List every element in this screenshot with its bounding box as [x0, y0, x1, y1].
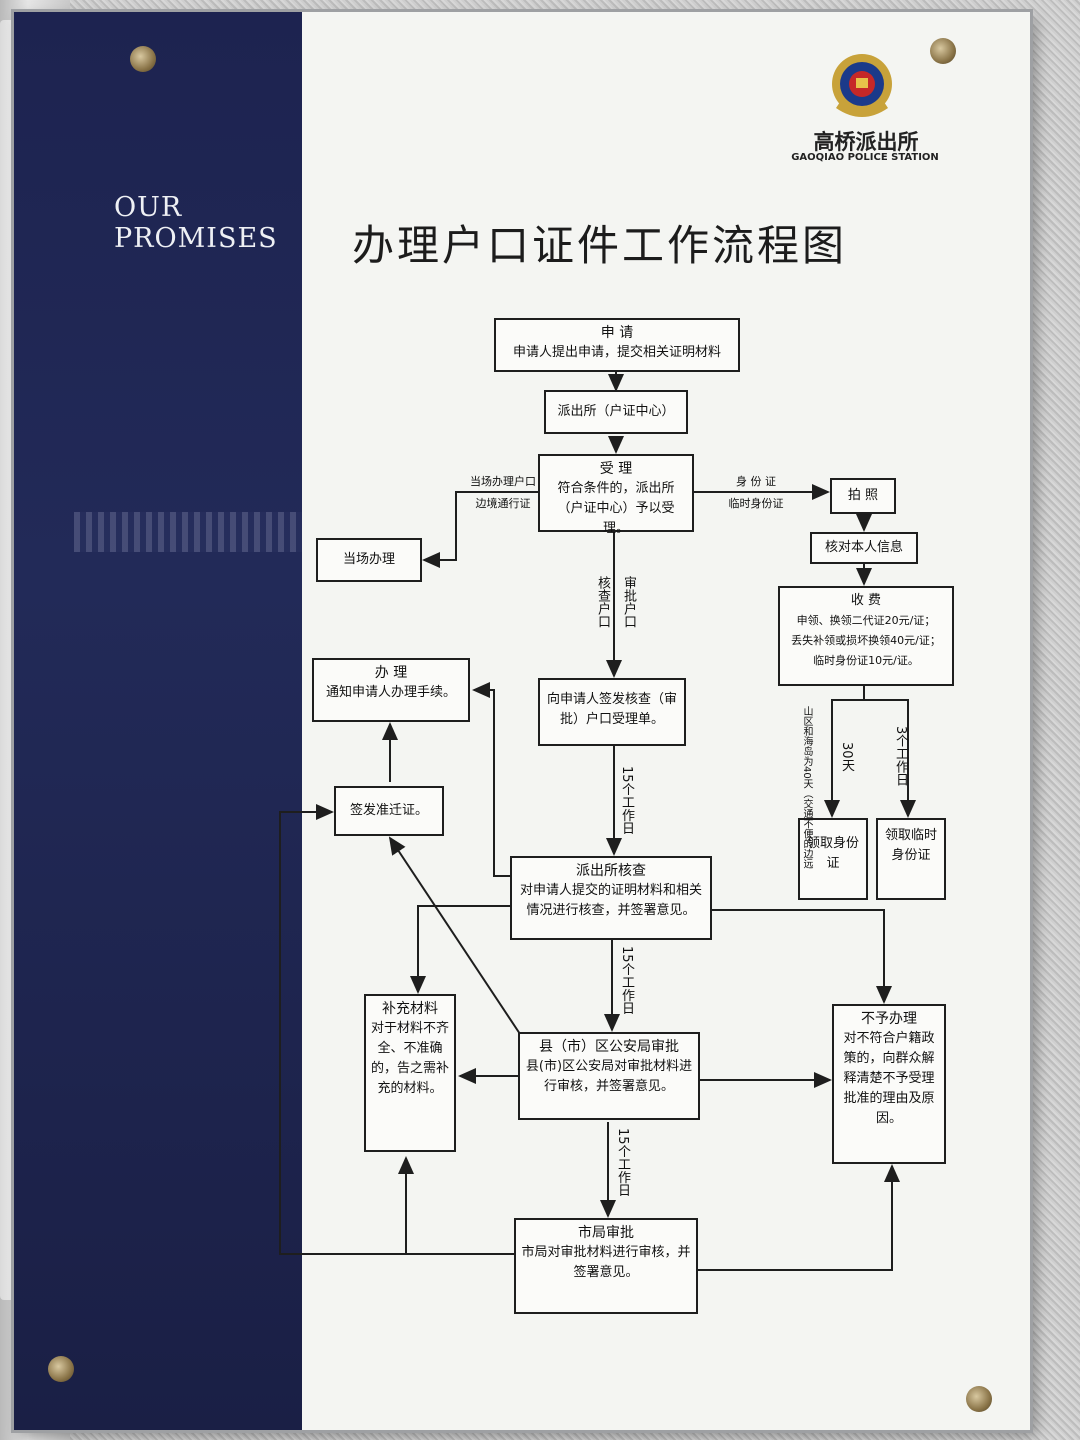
node-city-head: 市局审批: [578, 1225, 634, 1241]
promises-line1: OUR: [114, 192, 183, 223]
node-county-body: 县(市)区公安局对审批材料进行审核，并签署意见。: [525, 1059, 693, 1094]
promises-line2: PROMISES: [114, 223, 278, 254]
our-promises-text: OUR PROMISES: [114, 192, 278, 254]
node-apply: 申 请 申请人提出申请，提交相关证明材料: [494, 318, 740, 372]
node-get-temp-id-body: 领取临时身份证: [884, 828, 937, 863]
police-emblem-icon: [832, 54, 892, 117]
label-id-2: 临时身份证: [728, 497, 784, 510]
node-handle-body: 通知申请人办理手续。: [325, 685, 456, 700]
node-station: 派出所（户证中心）: [544, 390, 688, 434]
node-supplement-body: 对于材料不齐全、不准确的，告之需补充的材料。: [371, 1021, 450, 1096]
edge-fee-getid: [824, 686, 865, 818]
node-onsite-body: 当场办理: [342, 552, 395, 567]
screw-icon: [930, 38, 956, 64]
node-get-id-body: 领取身份证: [806, 836, 859, 871]
node-station-check-head: 派出所核查: [576, 863, 646, 879]
node-city-body: 市局对审批材料进行审核，并签署意见。: [521, 1245, 691, 1280]
label-15days-b: 15个工作日: [619, 946, 634, 1015]
node-get-temp-id: 领取临时身份证: [876, 818, 946, 900]
page-title: 办理户口证件工作流程图: [352, 221, 848, 270]
node-verify-info: 核对本人信息: [810, 532, 918, 564]
edge-check-reject: [712, 909, 892, 1004]
node-supplement-head: 补充材料: [382, 1001, 438, 1017]
label-3workdays: 3个工作日: [893, 726, 908, 787]
label-check-hukou: 核查户口: [595, 576, 610, 628]
label-onsite-2: 边境通行证: [475, 497, 531, 510]
edge-fee-gettemp: [864, 699, 916, 818]
node-county-head: 县（市）区公安局审批: [539, 1039, 679, 1055]
node-station-check-body: 对申请人提交的证明材料和相关情况进行核查，并签署意见。: [519, 883, 702, 918]
node-fee: 收 费 申领、换领二代证20元/证； 丢失补领或损坏换领40元/证； 临时身份证…: [778, 586, 954, 686]
node-fee-line3: 临时身份证10元/证。: [813, 654, 919, 667]
node-migration: 签发准迁证。: [334, 786, 444, 836]
navy-side-panel: [14, 12, 302, 1430]
notice-board: OUR PROMISES: [14, 12, 1030, 1430]
node-accept: 受 理 符合条件的，派出所（户证中心）予以受理。: [538, 454, 694, 536]
edge-city-reject: [698, 1164, 900, 1271]
label-id-1: 身 份 证: [736, 475, 776, 488]
screw-icon: [48, 1356, 74, 1382]
node-station-check: 派出所核查 对申请人提交的证明材料和相关情况进行核查，并签署意见。: [510, 856, 712, 940]
label-approve-hukou: 审批户口: [621, 576, 636, 628]
node-reject: 不予办理 对不符合户籍政策的，向群众解释清楚不予受理批准的理由及原因。: [832, 1004, 946, 1164]
label-15days-a: 15个工作日: [619, 766, 634, 835]
node-reject-body: 对不符合户籍政策的，向群众解释清楚不予受理批准的理由及原因。: [843, 1031, 935, 1126]
edge-check-handle: [472, 682, 510, 877]
node-accept-body: 符合条件的，派出所（户证中心）予以受理。: [557, 481, 675, 536]
station-name-cn: 高桥派出所: [813, 129, 919, 154]
node-fee-line1: 申领、换领二代证20元/证；: [796, 614, 936, 627]
node-fee-head: 收 费: [850, 593, 882, 608]
label-remote-areas: 山区和海岛为40天（交通不便的边远: [801, 706, 812, 869]
screw-icon: [966, 1386, 992, 1412]
node-get-id: 领取身份证: [798, 818, 868, 900]
edge-county-migration: [388, 836, 521, 1035]
node-city: 市局审批 市局对审批材料进行审核，并签署意见。: [514, 1218, 698, 1314]
node-station-body: 派出所（户证中心）: [557, 404, 675, 419]
node-verify-info-body: 核对本人信息: [824, 540, 903, 555]
node-apply-head: 申 请: [600, 325, 634, 341]
node-photo-body: 拍 照: [847, 488, 879, 503]
node-photo: 拍 照: [830, 478, 896, 514]
node-county: 县（市）区公安局审批 县(市)区公安局对审批材料进行审核，并签署意见。: [518, 1032, 700, 1120]
label-15days-c: 15个工作日: [615, 1128, 630, 1197]
node-handle: 办 理 通知申请人办理手续。: [312, 658, 470, 722]
node-handle-head: 办 理: [374, 665, 408, 681]
node-fee-line2: 丢失补领或损坏换领40元/证；: [791, 634, 941, 647]
node-reject-head: 不予办理: [861, 1011, 917, 1027]
edge-check-supplement: [410, 905, 510, 994]
label-30days: 30天: [839, 742, 854, 772]
node-issue-form-body: 向申请人签发核查（审批）户口受理单。: [546, 692, 677, 727]
edge-city-migration: [279, 804, 514, 1255]
panel-stripe: [74, 512, 302, 552]
station-name-en: GAOQIAO POLICE STATION: [791, 152, 939, 163]
screw-icon: [130, 46, 156, 72]
node-supplement: 补充材料 对于材料不齐全、不准确的，告之需补充的材料。: [364, 994, 456, 1152]
label-onsite-1: 当场办理户口: [470, 475, 536, 488]
node-apply-body: 申请人提出申请，提交相关证明材料: [512, 345, 721, 360]
edge-accept-onsite: [422, 491, 538, 568]
node-onsite: 当场办理: [316, 538, 422, 582]
node-issue-form: 向申请人签发核查（审批）户口受理单。: [538, 678, 686, 746]
node-accept-head: 受 理: [599, 461, 633, 477]
node-migration-body: 签发准迁证。: [349, 803, 428, 818]
